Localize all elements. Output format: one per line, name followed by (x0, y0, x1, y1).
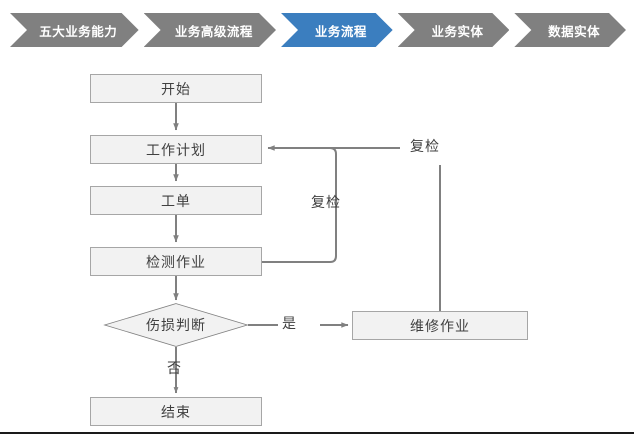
breadcrumb-item-2[interactable]: 业务高级流程 (144, 13, 276, 47)
breadcrumb-item-4[interactable]: 业务实体 (398, 13, 510, 47)
breadcrumb-item-2-label: 业务高级流程 (174, 23, 253, 39)
node-work-plan[interactable]: 工作计划 (90, 135, 262, 164)
edge-label-recheck-outer: 复检 (410, 139, 440, 155)
edge-label-no: 否 (167, 361, 182, 377)
node-work-order[interactable]: 工单 (90, 186, 262, 215)
breadcrumb-item-3-label: 业务流程 (314, 23, 367, 39)
node-work-order-label: 工单 (161, 193, 191, 210)
node-repair-label: 维修作业 (410, 318, 470, 335)
node-work-plan-label: 工作计划 (146, 142, 206, 159)
node-end-label: 结束 (161, 404, 191, 421)
breadcrumb-item-1[interactable]: 五大业务能力 (10, 13, 139, 47)
node-start-label: 开始 (161, 81, 191, 98)
breadcrumb-item-5-label: 数据实体 (548, 23, 601, 39)
node-end[interactable]: 结束 (90, 397, 262, 426)
node-start[interactable]: 开始 (90, 74, 262, 103)
breadcrumb-item-4-label: 业务实体 (431, 23, 484, 39)
breadcrumb-item-1-label: 五大业务能力 (39, 23, 118, 39)
breadcrumb-item-3-active[interactable]: 业务流程 (281, 13, 393, 47)
node-decision[interactable]: 伤损判断 (106, 304, 246, 346)
edge-label-yes: 是 (282, 316, 297, 332)
node-decision-label: 伤损判断 (146, 318, 206, 334)
node-repair[interactable]: 维修作业 (352, 311, 528, 340)
breadcrumb-item-5[interactable]: 数据实体 (514, 13, 626, 47)
node-inspection-label: 检测作业 (146, 254, 206, 271)
node-inspection[interactable]: 检测作业 (90, 247, 262, 276)
breadcrumb: 五大业务能力 业务高级流程 业务流程 业务实体 数据实体 (10, 13, 626, 47)
edge-label-recheck-inner: 复检 (311, 195, 341, 211)
page-bottom-rule (0, 432, 634, 434)
